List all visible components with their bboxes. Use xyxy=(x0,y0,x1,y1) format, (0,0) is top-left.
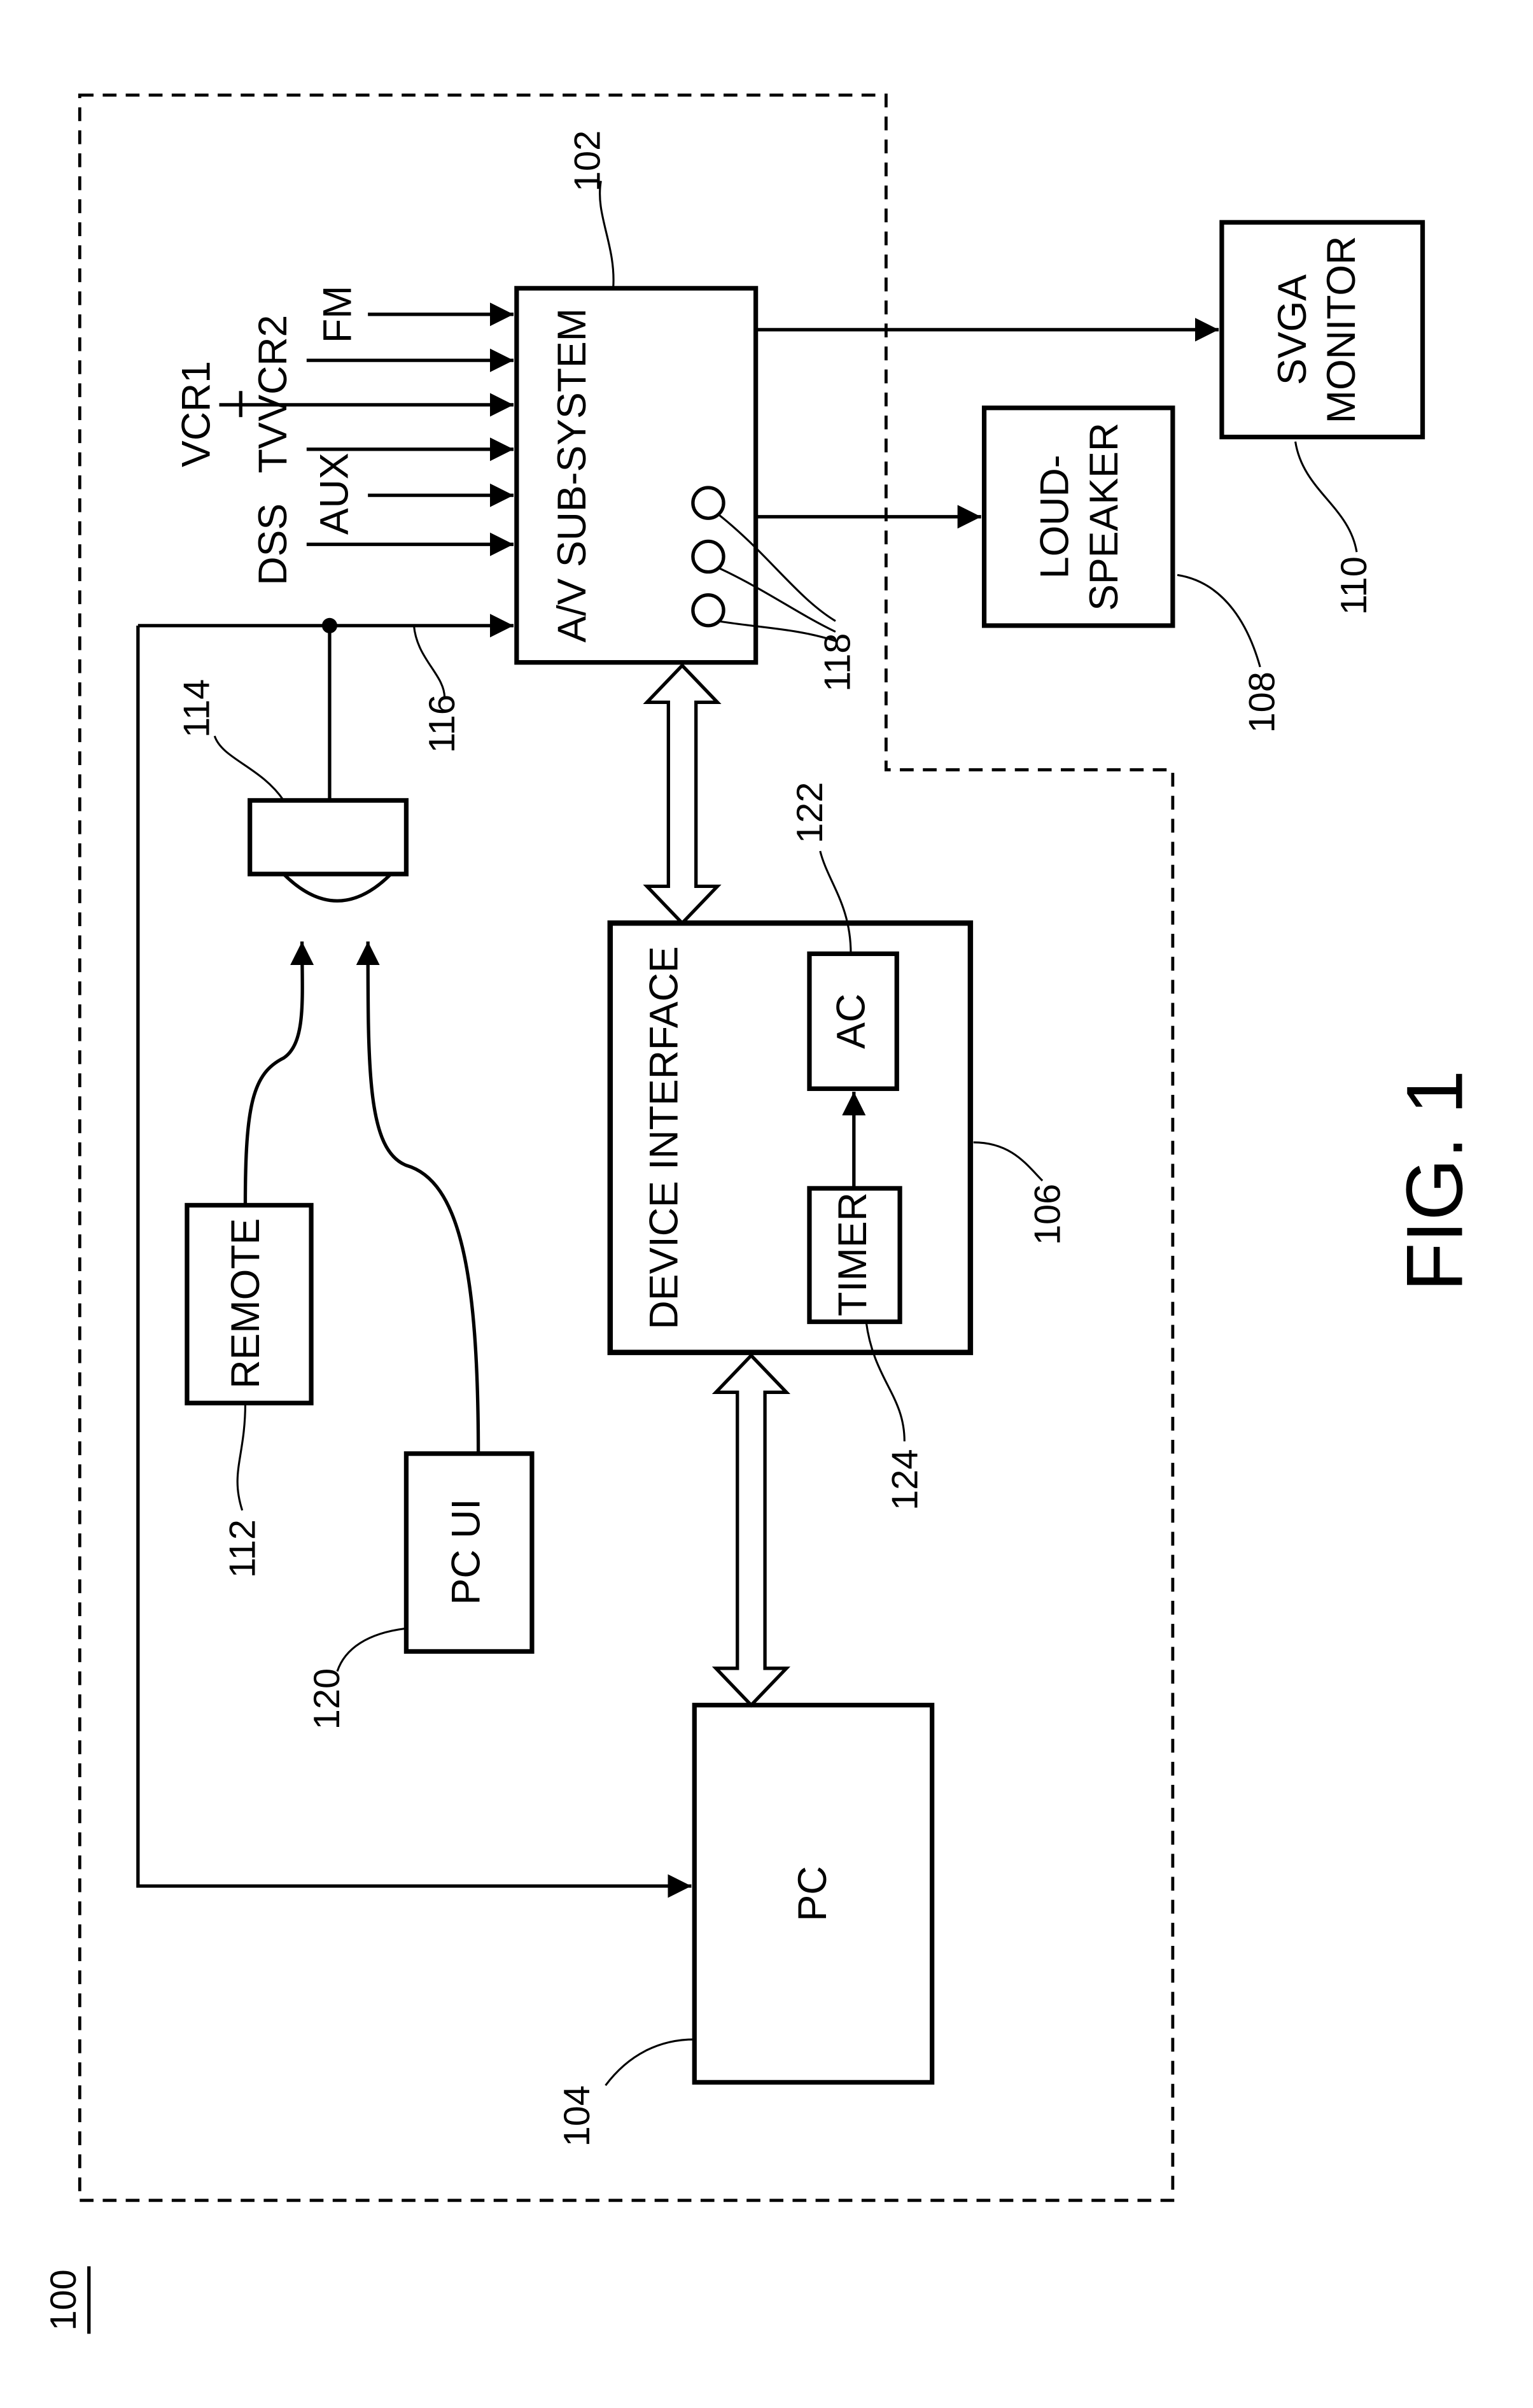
av-subsystem-label: A/V SUB-SYSTEM xyxy=(550,308,594,642)
ref-112: 112 xyxy=(223,1519,263,1578)
ac-label: AC xyxy=(829,994,873,1049)
ref-116: 116 xyxy=(422,694,463,753)
ref-122: 122 xyxy=(790,782,830,843)
pc-label: PC xyxy=(790,1866,835,1922)
pc-ui-label: PC UI xyxy=(444,1498,489,1605)
ref-120: 120 xyxy=(307,1668,347,1729)
ref-108: 108 xyxy=(1242,672,1283,733)
ref-118: 118 xyxy=(817,633,858,692)
loudspeaker-label: SPEAKER xyxy=(1082,423,1126,611)
input-label-vcr2: VCR2 xyxy=(251,315,295,421)
input-label-tv: TV xyxy=(251,422,295,473)
ref-102: 102 xyxy=(568,130,608,192)
device-pc-bus-arrow xyxy=(716,1356,787,1705)
remote-signal-arrow xyxy=(245,941,302,1205)
remote-block: REMOTE xyxy=(187,1205,311,1403)
pc-block: PC xyxy=(694,1705,932,2083)
ref-110: 110 xyxy=(1334,556,1375,615)
remote-label: REMOTE xyxy=(223,1218,268,1389)
monitor-label: SVGA xyxy=(1270,274,1315,385)
device-interface-block: DEVICE INTERFACE AC TIMER xyxy=(610,923,970,1353)
ref-124: 124 xyxy=(885,1449,925,1510)
ref-114: 114 xyxy=(176,679,217,738)
monitor-label: MONITOR xyxy=(1319,236,1364,424)
loudspeaker-block: LOUD- SPEAKER xyxy=(984,408,1173,626)
svga-monitor-block: SVGA MONITOR xyxy=(1222,222,1423,437)
loudspeaker-label: LOUD- xyxy=(1033,454,1077,579)
av-subsystem-block: A/V SUB-SYSTEM xyxy=(517,288,756,663)
input-label-vcr1: VCR1 xyxy=(174,361,219,467)
input-label-aux: AUX xyxy=(312,453,357,535)
pc-ui-block: PC UI xyxy=(406,1454,532,1652)
ir-sensor xyxy=(250,800,407,901)
timer-label: TIMER xyxy=(830,1192,875,1316)
device-interface-label: DEVICE INTERFACE xyxy=(641,946,686,1329)
ref-106: 106 xyxy=(1027,1184,1068,1245)
pc-ui-signal-arrow xyxy=(368,941,478,1454)
figure-caption: FIG. 1 xyxy=(1390,1070,1480,1292)
input-label-fm: FM xyxy=(315,286,360,343)
av-device-bus-arrow xyxy=(647,665,718,923)
input-label-dss: DSS xyxy=(251,503,295,586)
ref-104: 104 xyxy=(557,2085,598,2146)
system-ref-100: 100 xyxy=(43,2269,84,2330)
